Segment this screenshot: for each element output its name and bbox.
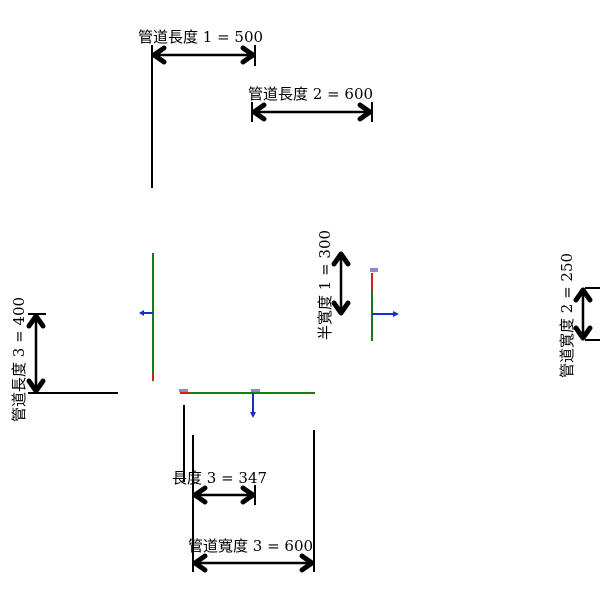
dim-pipe-length-1[interactable]: 管道長度 1 = 500 [138,28,263,188]
pipe-segment-bottom[interactable] [179,389,315,418]
dim-label: 管道寬度 2 = 250 [558,253,576,378]
dim-pipe-length-3[interactable]: 管道長度 3 = 400 [10,297,118,422]
dim-label: 管道寬度 3 = 600 [188,537,313,555]
pipe-segment-right[interactable] [370,268,399,341]
pipe-segment-left[interactable] [139,253,154,381]
dim-label: 管道長度 2 = 600 [248,85,373,103]
dim-label: 長度 3 = 347 [172,469,267,487]
dim-label: 半寬度 1 = 300 [316,230,334,340]
dim-label: 管道長度 1 = 500 [138,28,263,46]
dim-length-3[interactable]: 長度 3 = 347 [172,405,267,505]
dim-label: 管道長度 3 = 400 [10,297,28,422]
dim-pipe-width-3[interactable]: 管道寬度 3 = 600 [188,430,315,573]
dim-half-width-1[interactable]: 半寬度 1 = 300 [316,230,351,340]
dim-pipe-width-2[interactable]: 管道寬度 2 = 250 [558,253,600,378]
dim-pipe-length-2[interactable]: 管道長度 2 = 600 [248,85,373,122]
